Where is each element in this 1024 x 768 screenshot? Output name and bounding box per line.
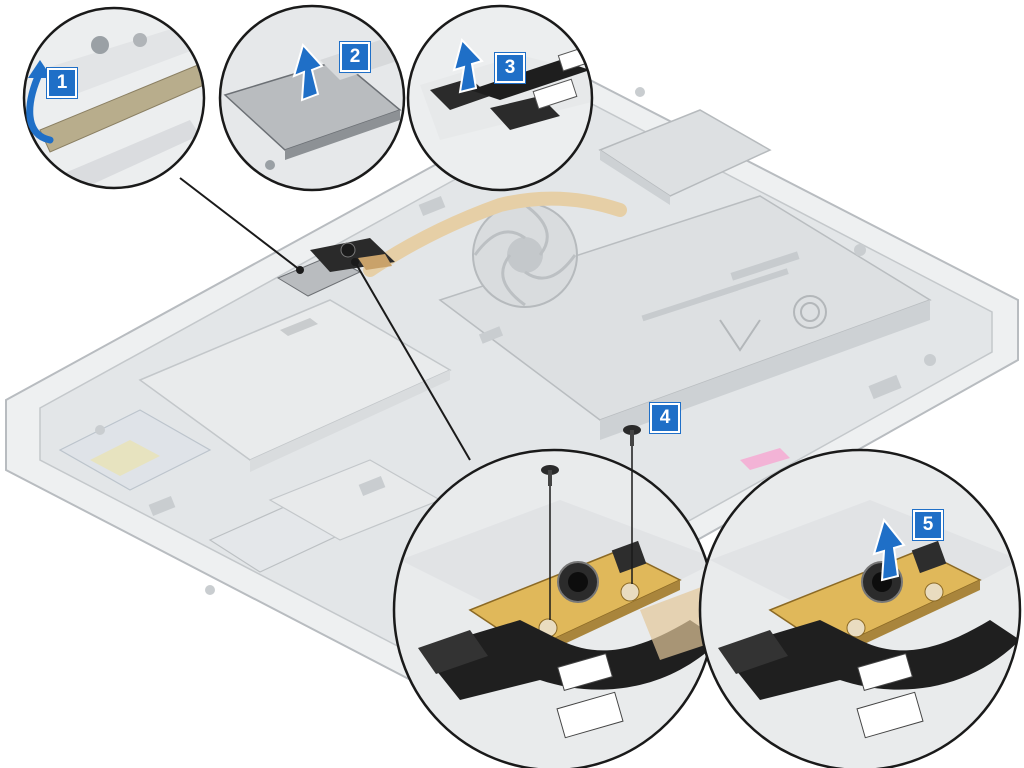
- heat-pipe: [363, 191, 627, 277]
- lift-arrow-icon: [292, 43, 324, 102]
- step-badge-1: 1: [47, 68, 77, 98]
- step-badge-4: 4: [650, 403, 680, 433]
- callout-step-2: [218, 4, 406, 192]
- camera-module-location: [276, 238, 395, 336]
- cooling-fan: [472, 202, 578, 308]
- step-badge-5: 5: [913, 510, 943, 540]
- screw-icon: [541, 465, 559, 620]
- ssd-shield: [598, 109, 772, 205]
- leader-line-top: [179, 177, 301, 271]
- callout-step-1: [22, 6, 206, 190]
- step-badge-3: 3: [495, 53, 525, 83]
- battery-pack: [438, 195, 932, 440]
- board-details: [95, 87, 936, 595]
- leader-line-bottom: [354, 261, 471, 461]
- peel-arrow-icon: [26, 68, 54, 144]
- screw-icon: [623, 425, 641, 584]
- lift-arrow-icon: [452, 38, 484, 94]
- flex-cable: [420, 620, 714, 700]
- shielding-sheet: [138, 299, 452, 472]
- leader-lines: [179, 177, 471, 461]
- lift-arrow-icon: [872, 517, 906, 582]
- step-badge-2: 2: [340, 42, 370, 72]
- pink-tape: [740, 448, 790, 470]
- wwan-card: [58, 409, 212, 491]
- callout-step-3: [406, 4, 594, 192]
- callout-step-5: [698, 448, 1022, 768]
